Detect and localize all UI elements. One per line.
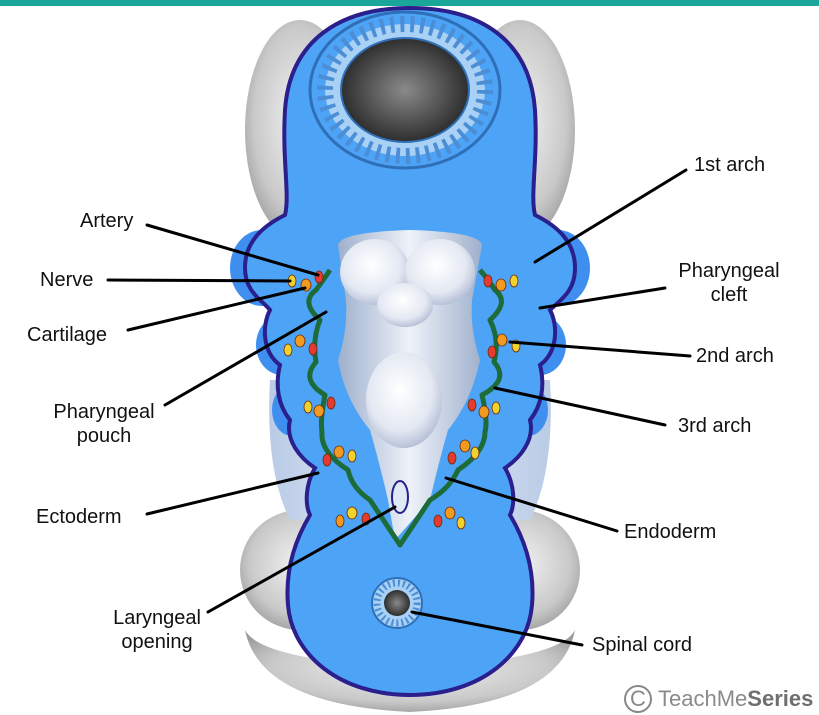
- label-artery: Artery: [80, 209, 133, 233]
- teachmeseries-watermark: C TeachMeSeries: [624, 684, 813, 714]
- label-pharyngeal-pouch-line2: pouch: [38, 424, 170, 448]
- label-second-arch: 2nd arch: [696, 344, 774, 368]
- label-cartilage: Cartilage: [27, 323, 107, 347]
- label-laryngeal-opening-line1: Laryngeal: [102, 606, 212, 630]
- label-pharyngeal-pouch-line1: Pharyngeal: [38, 400, 170, 424]
- label-pharyngeal-pouch: Pharyngeal pouch: [38, 400, 170, 448]
- label-ectoderm: Ectoderm: [36, 505, 122, 529]
- spinal-cord-shape: [372, 578, 422, 628]
- label-pharyngeal-cleft-line1: Pharyngeal: [668, 259, 790, 283]
- watermark-brand-bold: Series: [747, 686, 813, 711]
- label-third-arch: 3rd arch: [678, 414, 751, 438]
- label-endoderm: Endoderm: [624, 520, 716, 544]
- label-laryngeal-opening-line2: opening: [102, 630, 212, 654]
- label-pharyngeal-cleft: Pharyngeal cleft: [668, 259, 790, 307]
- label-nerve: Nerve: [40, 268, 93, 292]
- label-spinal-cord: Spinal cord: [592, 633, 692, 657]
- copyright-logo-icon: C: [624, 685, 652, 713]
- label-pharyngeal-cleft-line2: cleft: [668, 283, 790, 307]
- label-first-arch: 1st arch: [694, 153, 765, 177]
- watermark-brand-light: TeachMe: [658, 686, 747, 711]
- watermark-text: TeachMeSeries: [658, 686, 813, 712]
- upper-eye-structure: [310, 12, 500, 168]
- label-laryngeal-opening: Laryngeal opening: [102, 606, 212, 654]
